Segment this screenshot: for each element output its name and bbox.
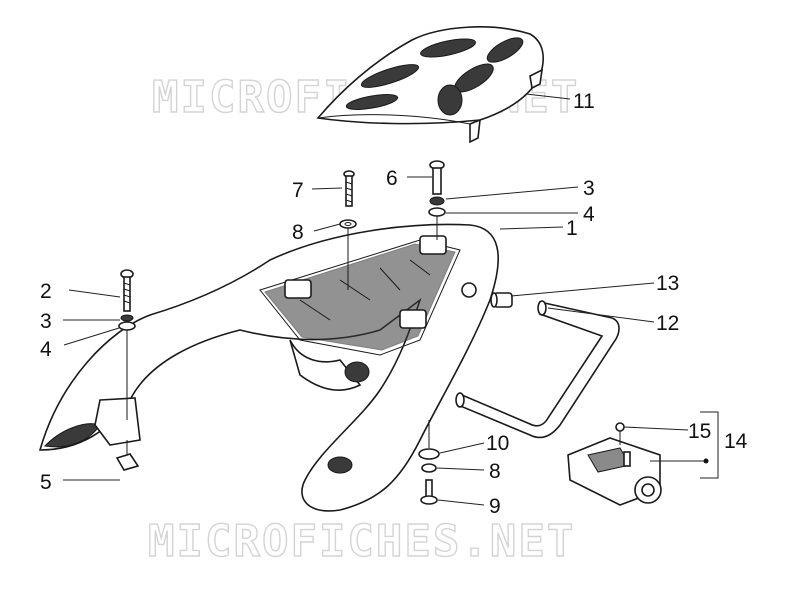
- bolt-6-part: [429, 160, 445, 195]
- washer-4a-part: [428, 207, 446, 240]
- washer-8b-part: [421, 463, 437, 473]
- grab-bar-part: [455, 300, 620, 439]
- callout-15: 15: [688, 420, 711, 443]
- luggage-rack-part: [38, 223, 499, 512]
- lower-fasteners: [418, 420, 440, 505]
- bolt-7-part: [343, 170, 355, 207]
- top-cover-part: [316, 26, 544, 144]
- washer-3a-part: [429, 196, 445, 206]
- leader-lines: [63, 93, 719, 506]
- callout-5: 5: [40, 471, 52, 494]
- callout-8-bottom: 8: [489, 460, 501, 483]
- bolt-2-part: [120, 269, 134, 312]
- washer-8a-part: [339, 219, 357, 290]
- washer-10-part: [418, 448, 440, 460]
- callout-12: 12: [656, 312, 679, 335]
- callout-6: 6: [386, 167, 398, 190]
- callout-4-left: 4: [40, 338, 52, 361]
- washer-4b-part: [118, 321, 136, 420]
- callout-3-top: 3: [583, 177, 595, 200]
- bushing-part: [490, 292, 513, 308]
- callout-8-top: 8: [292, 221, 304, 244]
- callout-2: 2: [40, 280, 52, 303]
- callout-14: 14: [724, 430, 748, 453]
- callout-11: 11: [573, 90, 595, 113]
- callout-4-top: 4: [583, 203, 595, 226]
- screw-9-part: [420, 479, 438, 505]
- callout-1: 1: [566, 217, 578, 240]
- clip-5-part: [115, 440, 140, 471]
- reflector-block-part: [567, 437, 662, 506]
- washer-3b-part: [120, 314, 134, 322]
- callout-9: 9: [489, 495, 501, 518]
- callout-13: 13: [656, 272, 679, 295]
- callout-7: 7: [292, 179, 304, 202]
- watermark-bottom: MICROFICHES.NET: [148, 516, 575, 567]
- callout-labels: 11 7 6 3 4 8 1 2 13 3 12 4 15 14 10 5 8 …: [40, 90, 748, 518]
- callout-10: 10: [486, 432, 509, 455]
- callout-3-left: 3: [40, 310, 52, 333]
